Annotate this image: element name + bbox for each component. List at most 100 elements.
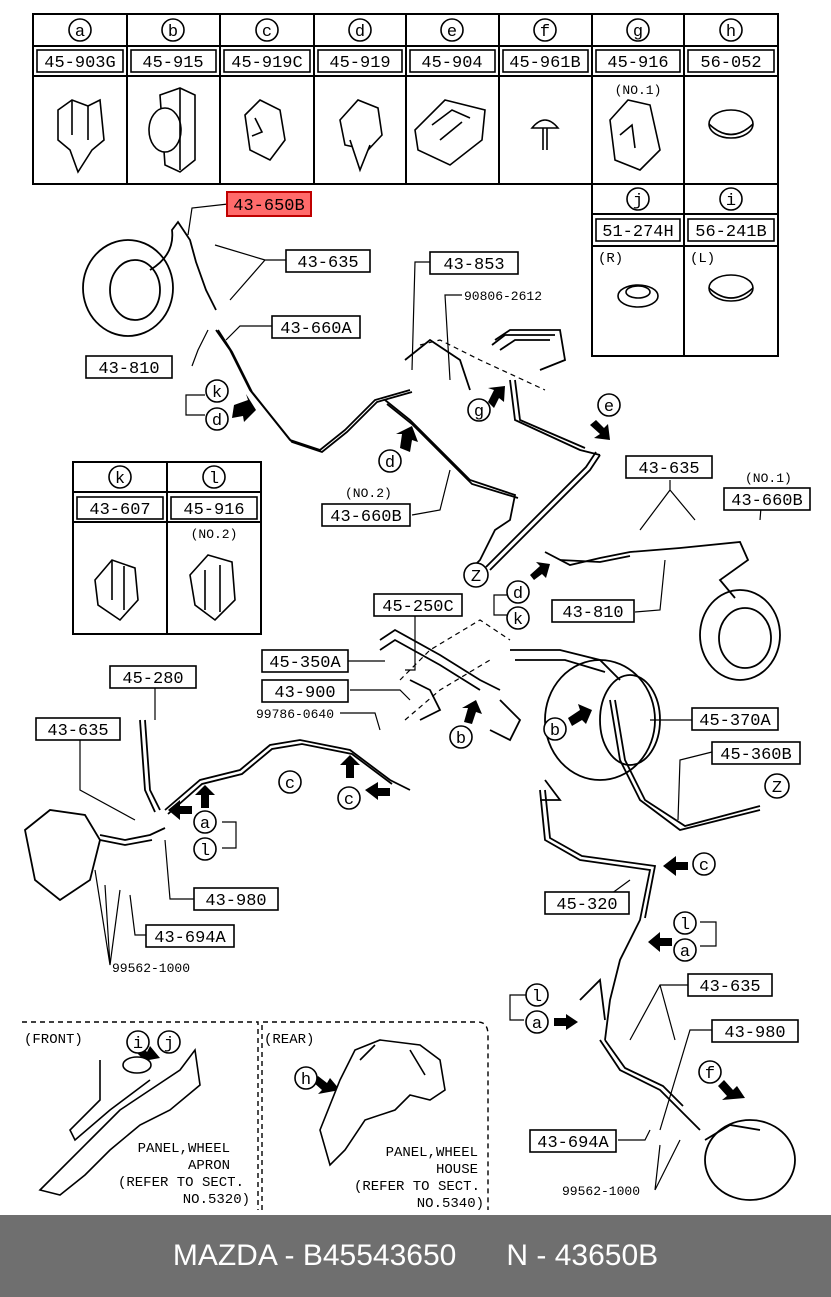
- inset-front-title: (FRONT): [24, 1032, 83, 1048]
- clip-k-icon: [94, 559, 139, 622]
- clip-i-side: (L): [690, 251, 715, 267]
- inset-front-line-4: NO.5320): [183, 1192, 250, 1208]
- part-43-635-top[interactable]: 43-635: [297, 254, 358, 273]
- part-99562-1000-left[interactable]: 99562-1000: [112, 961, 190, 976]
- clip-l-part[interactable]: 45-916: [183, 501, 244, 520]
- callout-d-2: d: [385, 454, 395, 473]
- part-99786-0640[interactable]: 99786-0640: [256, 707, 334, 722]
- clip-b-part[interactable]: 45-915: [142, 54, 203, 73]
- clip-h-icon: [708, 109, 754, 139]
- clip-i-letter: i: [726, 192, 736, 211]
- clip-j-part[interactable]: 51-274H: [602, 223, 673, 242]
- footer-bar: MAZDA - B45543650 N - 43650B: [0, 1215, 831, 1297]
- clip-j-side: (R): [598, 251, 623, 267]
- callout-d-3: d: [513, 585, 523, 604]
- leader-lines: [79, 203, 763, 1191]
- part-45-360b[interactable]: 45-360B: [720, 746, 791, 765]
- callout-l-2: l: [680, 916, 690, 935]
- callout-l-1: l: [200, 842, 210, 861]
- clip-g-icon: [609, 99, 661, 171]
- part-45-350a[interactable]: 45-350A: [269, 654, 341, 673]
- callout-e: e: [604, 398, 614, 417]
- clip-b-letter: b: [168, 23, 178, 42]
- callout-z-1: Z: [471, 568, 481, 587]
- callout-j: j: [164, 1035, 174, 1054]
- callout-c-3: c: [699, 857, 709, 876]
- inset-panels: [38, 1039, 446, 1196]
- part-43-980-right[interactable]: 43-980: [724, 1024, 785, 1043]
- note-no1: (NO.1): [745, 471, 792, 486]
- highlighted-part-number[interactable]: 43-650B: [233, 197, 304, 216]
- clip-a-letter: a: [75, 23, 85, 42]
- callout-c-1: c: [285, 775, 295, 794]
- part-43-810-left[interactable]: 43-810: [98, 360, 159, 379]
- clip-g-letter: g: [633, 23, 643, 42]
- callout-k-1: k: [212, 384, 222, 403]
- clip-c-part[interactable]: 45-919C: [231, 54, 302, 73]
- kl-table: [72, 461, 262, 635]
- part-45-370a[interactable]: 45-370A: [699, 712, 771, 731]
- callout-a-1: a: [200, 815, 210, 834]
- part-43-660a[interactable]: 43-660A: [280, 320, 352, 339]
- callout-b-2: b: [550, 722, 560, 741]
- clip-h-letter: h: [726, 23, 736, 42]
- clip-f-icon: [530, 119, 560, 150]
- footer-catalog-number: N - 43650B: [506, 1239, 659, 1272]
- highlighted-part-box[interactable]: [226, 191, 312, 217]
- part-45-250c[interactable]: 45-250C: [382, 598, 453, 617]
- callout-f: f: [705, 1065, 715, 1084]
- part-45-320[interactable]: 45-320: [556, 896, 617, 915]
- callout-b-1: b: [456, 730, 466, 749]
- footer-part-number: MAZDA - B45543650: [172, 1239, 457, 1272]
- callout-d-1: d: [212, 412, 222, 431]
- clip-d-letter: d: [355, 23, 365, 42]
- clip-g-part[interactable]: 45-916: [607, 54, 668, 73]
- inset-front-line-1: PANEL,WHEEL: [138, 1141, 230, 1157]
- clip-l-note: (NO.2): [191, 527, 238, 542]
- clip-j-icon: [617, 284, 659, 308]
- part-43-900[interactable]: 43-900: [274, 684, 335, 703]
- clip-l-letter: l: [209, 470, 219, 489]
- clip-h-part[interactable]: 56-052: [700, 54, 761, 73]
- clip-f-part[interactable]: 45-961B: [509, 54, 580, 73]
- clip-e-part[interactable]: 45-904: [421, 54, 482, 73]
- clip-drawings: [57, 87, 754, 308]
- clip-d-icon: [339, 99, 383, 173]
- part-43-694a-left[interactable]: 43-694A: [154, 929, 226, 948]
- callout-i: i: [133, 1035, 143, 1054]
- inset-front-line-2: APRON: [188, 1158, 230, 1174]
- part-43-635-bottom[interactable]: 43-635: [699, 978, 760, 997]
- clip-k-letter: k: [115, 470, 125, 489]
- inset-rear-line-2: HOUSE: [436, 1162, 478, 1178]
- inset-rear-line-1: PANEL,WHEEL: [386, 1145, 478, 1161]
- clip-b-icon: [148, 87, 196, 173]
- clip-a-part[interactable]: 45-903G: [44, 54, 115, 73]
- part-43-694a-right[interactable]: 43-694A: [537, 1134, 609, 1153]
- clip-table: [32, 13, 779, 357]
- part-43-853[interactable]: 43-853: [443, 256, 504, 275]
- callout-c-2: c: [344, 791, 354, 810]
- inset-front-line-3: (REFER TO SECT.: [118, 1175, 244, 1191]
- clip-i-icon: [708, 274, 754, 302]
- clip-k-part[interactable]: 43-607: [89, 501, 150, 520]
- part-43-635-right[interactable]: 43-635: [638, 460, 699, 479]
- callout-a-3: a: [532, 1015, 542, 1034]
- clip-a-icon: [57, 98, 105, 174]
- clip-j-letter: j: [633, 192, 643, 211]
- inset-frames: [22, 1021, 489, 1210]
- part-45-280[interactable]: 45-280: [122, 670, 183, 689]
- part-43-660b-no2[interactable]: 43-660B: [330, 508, 401, 527]
- clip-d-part[interactable]: 45-919: [329, 54, 390, 73]
- clip-i-part[interactable]: 56-241B: [695, 223, 766, 242]
- part-43-980-left[interactable]: 43-980: [205, 892, 266, 911]
- clip-c-icon: [244, 99, 286, 162]
- inset-rear-line-3: (REFER TO SECT.: [354, 1179, 480, 1195]
- part-99562-1000-right[interactable]: 99562-1000: [562, 1184, 640, 1199]
- callout-z-2: Z: [772, 779, 782, 798]
- clip-c-letter: c: [262, 23, 272, 42]
- part-90806-2612[interactable]: 90806-2612: [464, 289, 542, 304]
- part-43-810-right[interactable]: 43-810: [562, 604, 623, 623]
- part-43-660b-no1[interactable]: 43-660B: [731, 492, 802, 511]
- part-43-635-left[interactable]: 43-635: [47, 722, 108, 741]
- callout-h: h: [301, 1071, 311, 1090]
